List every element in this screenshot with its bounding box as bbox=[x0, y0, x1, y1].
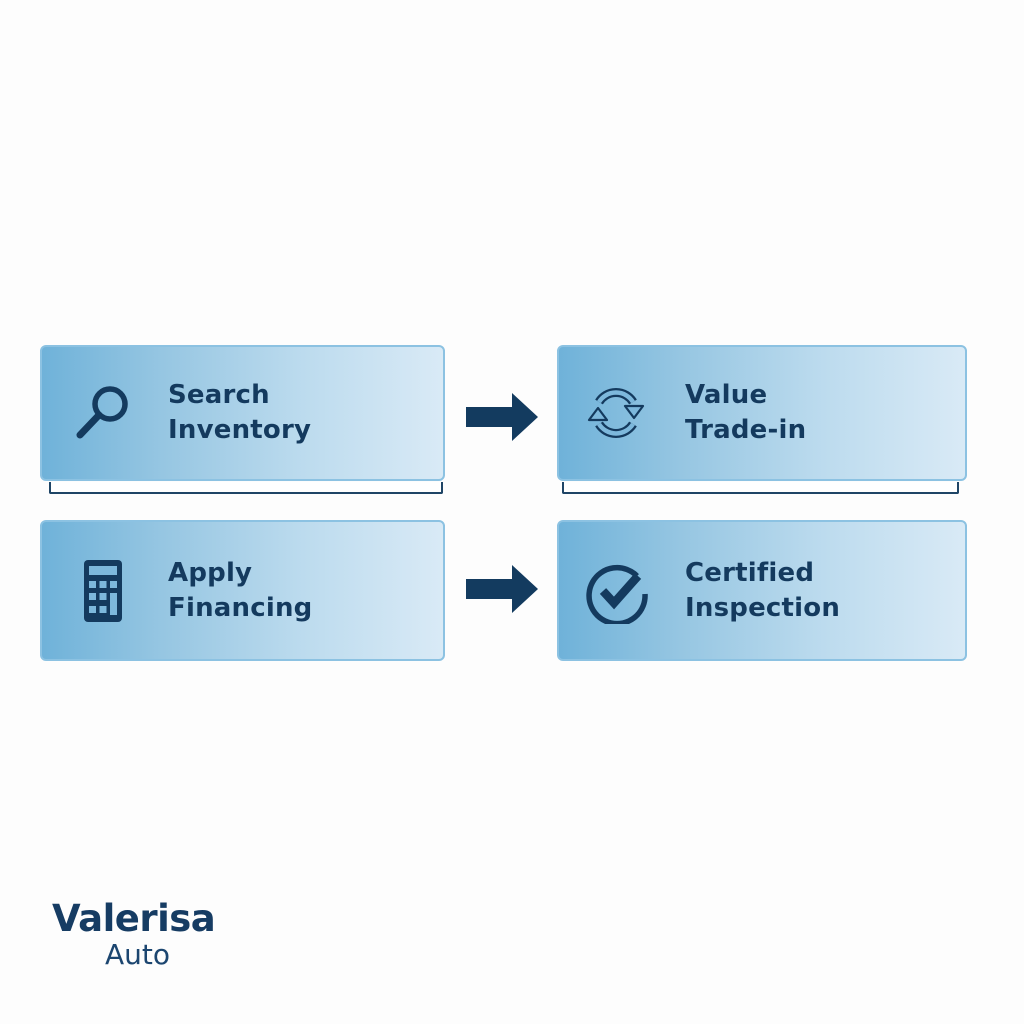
refresh-cycle-icon bbox=[583, 380, 649, 446]
brand-subtitle: Auto bbox=[105, 938, 171, 971]
step-card-value-trade-in[interactable]: Value Trade-in bbox=[557, 345, 967, 481]
step-card-search-inventory[interactable]: Search Inventory bbox=[40, 345, 445, 481]
step-label: Certified Inspection bbox=[685, 557, 841, 623]
brand-logo: Valerisa Auto bbox=[52, 897, 216, 971]
step-card-certified-inspection[interactable]: Certified Inspection bbox=[557, 520, 967, 661]
magnifying-glass-icon bbox=[70, 380, 136, 446]
check-circle-icon bbox=[585, 558, 651, 624]
card-underline bbox=[562, 482, 959, 494]
brand-name: Valerisa bbox=[52, 897, 216, 940]
card-underline bbox=[49, 482, 443, 494]
arrow-right-icon bbox=[466, 391, 542, 443]
step-label: Apply Financing bbox=[168, 557, 313, 623]
step-card-apply-financing[interactable]: Apply Financing bbox=[40, 520, 445, 661]
step-label: Search Inventory bbox=[168, 380, 312, 445]
step-label: Value Trade-in bbox=[685, 380, 807, 445]
calculator-icon bbox=[70, 558, 136, 624]
arrow-right-icon bbox=[466, 563, 542, 615]
